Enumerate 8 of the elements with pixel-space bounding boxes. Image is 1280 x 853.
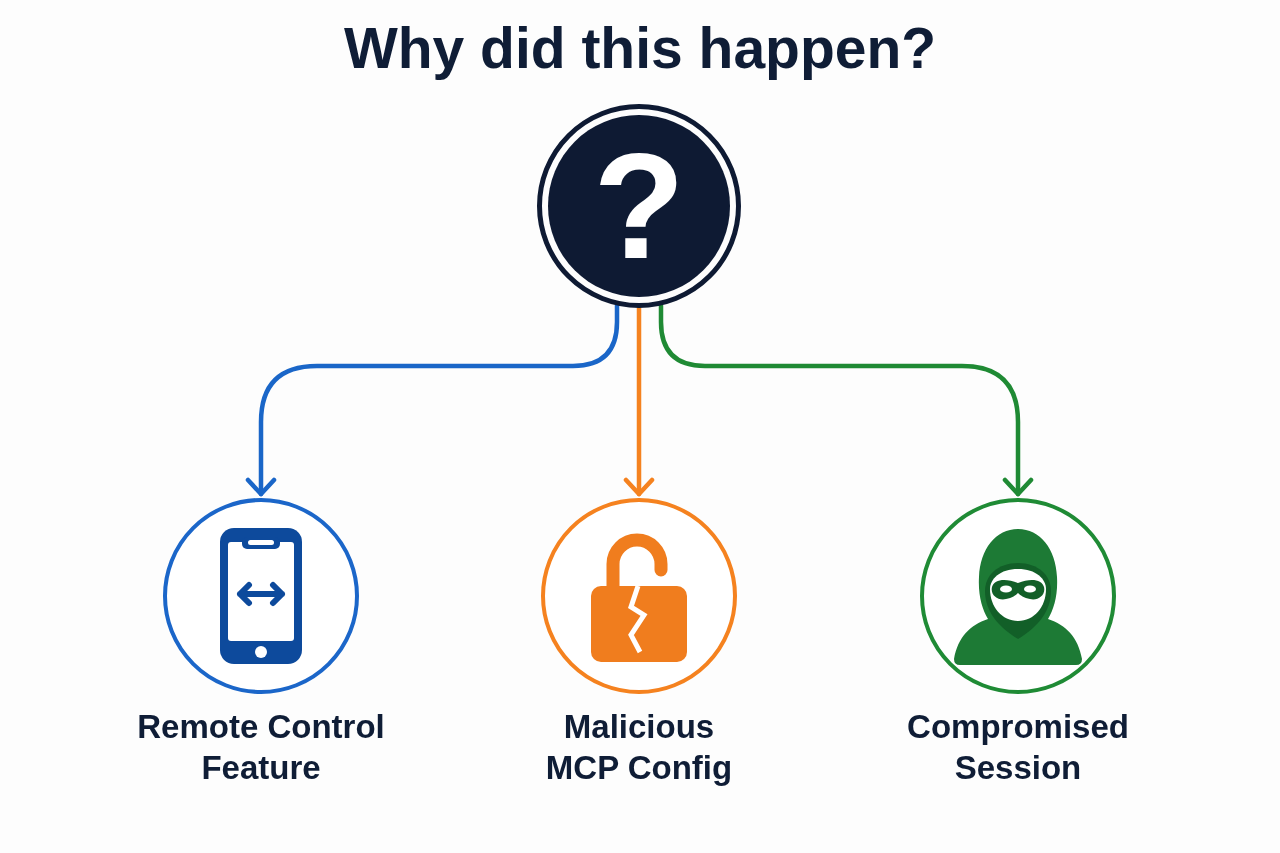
arrow	[658, 303, 1034, 497]
cause-label: Compromised Session	[906, 707, 1130, 788]
diagram-title: Why did this happen?	[343, 15, 937, 81]
cause-label: Remote Control Feature	[136, 707, 386, 788]
arrow	[623, 305, 655, 497]
arrow	[245, 303, 620, 497]
question-mark: ?	[593, 131, 685, 281]
cause-label: Malicious MCP Config	[544, 707, 734, 788]
